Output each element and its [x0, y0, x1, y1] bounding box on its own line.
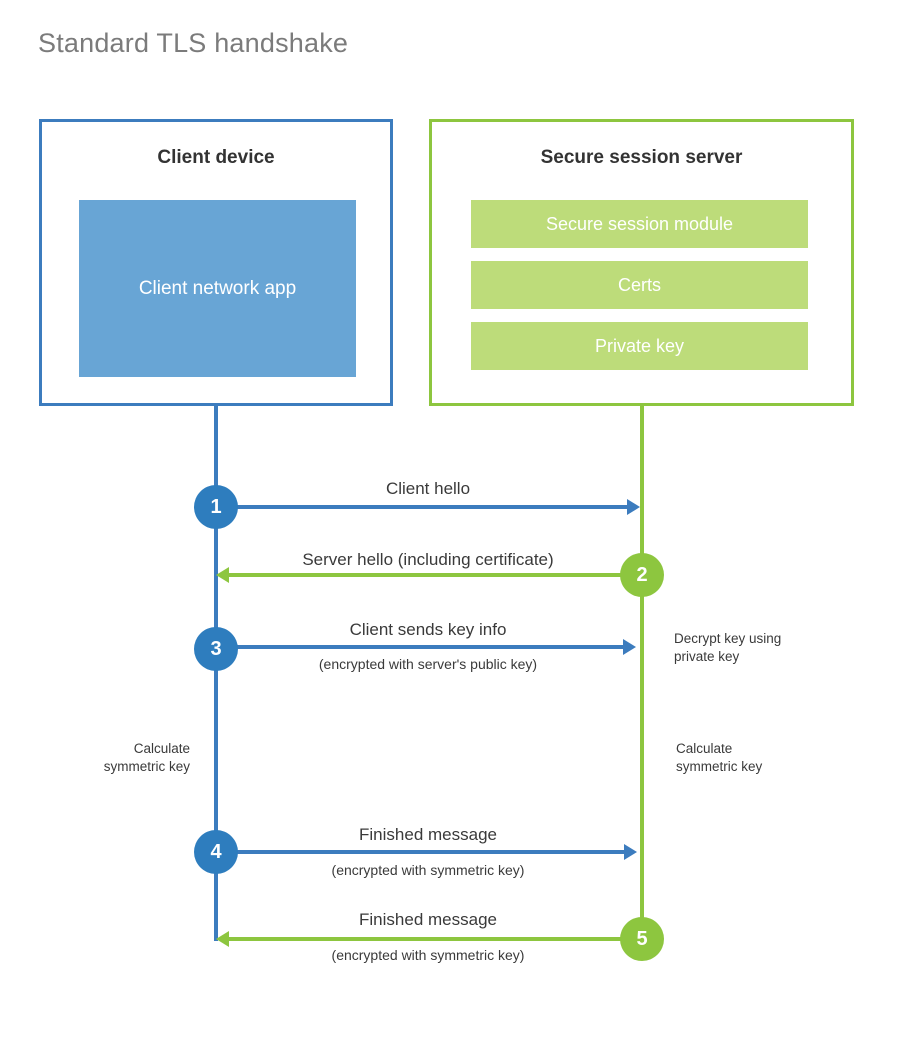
step-2-arrow-line — [229, 573, 627, 577]
step-3-label-primary: Client sends key info — [349, 620, 507, 639]
client-calculate-note: Calculate symmetric key — [103, 741, 190, 775]
step-5-label-primary: Finished message — [359, 910, 497, 929]
client-lifeline — [214, 406, 218, 941]
server-calculate-note: Calculate symmetric key — [676, 741, 763, 775]
step-1-number-badge: 1 — [194, 485, 238, 529]
client-device-box: Client device Client network app — [39, 119, 393, 406]
step-2-arrow-head-icon — [216, 567, 229, 583]
step-3-label-secondary: (encrypted with server's public key) — [318, 656, 538, 672]
step-1-label-primary: Client hello — [385, 479, 471, 498]
step-2-number-badge: 2 — [620, 553, 664, 597]
client-network-app-block: Client network app — [79, 200, 356, 377]
step-4-arrow-head-icon — [624, 844, 637, 860]
step-3-arrow-head-icon — [623, 639, 636, 655]
secure-session-server-title: Secure session server — [540, 147, 743, 168]
step-5-arrow-head-icon — [216, 931, 229, 947]
secure-session-server-box: Secure session server Secure session mod… — [429, 119, 854, 406]
server-bar-certs: Certs — [471, 261, 808, 309]
server-bar-secure-session-module: Secure session module — [471, 200, 808, 248]
step-4-label-secondary: (encrypted with symmetric key) — [331, 862, 525, 878]
step-4-label-primary: Finished message — [359, 825, 497, 844]
step-2-label-primary: Server hello (including certificate) — [302, 550, 554, 569]
step-5-arrow-line — [229, 937, 627, 941]
server-decrypt-note: Decrypt key using private key — [674, 631, 782, 665]
step-5-label-secondary: (encrypted with symmetric key) — [331, 947, 525, 963]
step-1-arrow-head-icon — [627, 499, 640, 515]
step-4-number-badge: 4 — [194, 830, 238, 874]
step-5-number-badge: 5 — [620, 917, 664, 961]
client-device-title: Client device — [157, 147, 275, 168]
step-3-number-badge: 3 — [194, 627, 238, 671]
server-bar-private-key: Private key — [471, 322, 808, 370]
step-3-arrow-line — [216, 645, 623, 649]
page-title: Standard TLS handshake — [38, 28, 349, 58]
server-lifeline — [640, 406, 644, 941]
step-1-arrow-line — [216, 505, 627, 509]
step-4-arrow-line — [216, 850, 624, 854]
